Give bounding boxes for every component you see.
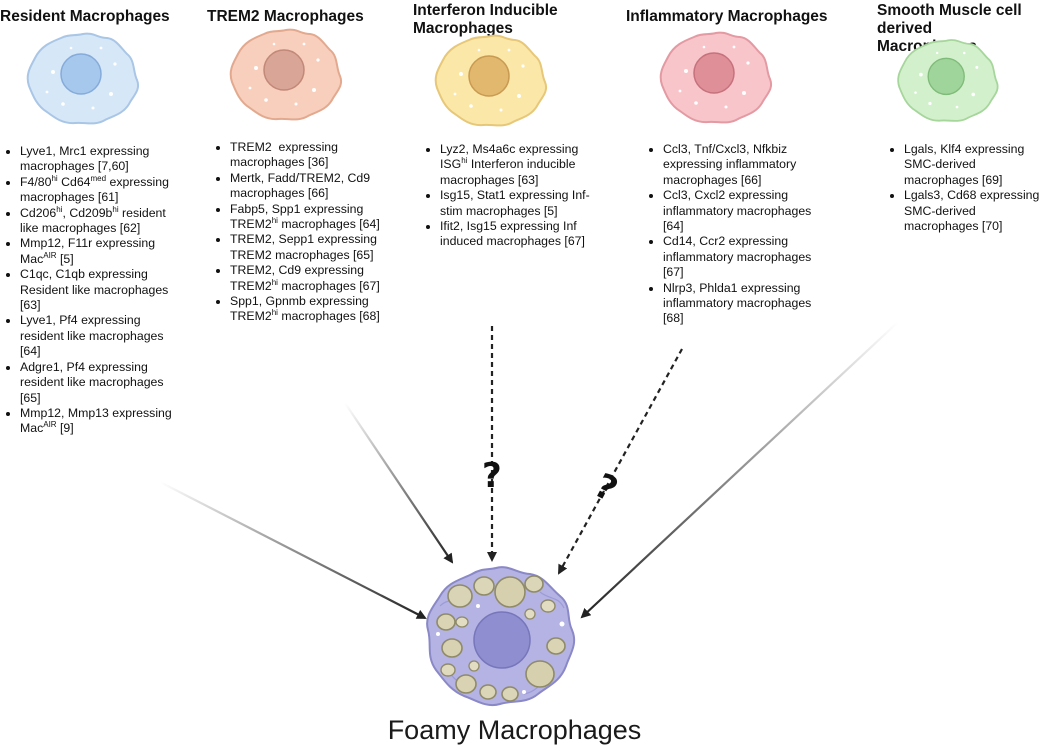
resident-item: Lyve1, Mrc1 expressing macrophages [7,60… bbox=[20, 144, 185, 175]
inflammatory-macrophage-cell-icon bbox=[659, 31, 772, 124]
resident-item: Cd206hi, Cd209bhi resident like macropha… bbox=[20, 205, 185, 237]
interferon-item: Ifit2, Isg15 expressing Inf induced macr… bbox=[440, 219, 605, 250]
trem2-marker-list: TREM2 expressing macrophages [36] Mertk,… bbox=[210, 140, 390, 325]
column-title-trem2: TREM2 Macrophages bbox=[207, 8, 364, 25]
smc-macrophage-cell-icon bbox=[897, 39, 999, 122]
trem2-item: Spp1, Gpnmb expressing TREM2hi macrophag… bbox=[230, 294, 390, 325]
arrow-inflammatory-to-foamy bbox=[558, 348, 683, 575]
resident-item: C1qc, C1qb expressing Resident like macr… bbox=[20, 267, 185, 313]
resident-item: Mmp12, Mmp13 expressing MacAIR [9] bbox=[20, 406, 185, 437]
inflammatory-marker-list: Ccl3, Tnf/Cxcl3, Nfkbiz expressing infla… bbox=[643, 142, 823, 327]
column-title-interferon: Interferon Inducible Macrophages bbox=[413, 2, 558, 37]
interferon-marker-list: Lyz2, Ms4a6c expressing ISGhi Interferon… bbox=[420, 142, 605, 250]
resident-item: Lyve1, Pf4 expressing resident like macr… bbox=[20, 313, 185, 359]
inflammatory-item: Ccl3, Cxcl2 expressing inflammatory macr… bbox=[663, 188, 823, 234]
trem2-item: TREM2 expressing macrophages [36] bbox=[230, 140, 390, 171]
interferon-item: Lyz2, Ms4a6c expressing ISGhi Interferon… bbox=[440, 142, 605, 188]
interferon-macrophage-cell-icon bbox=[434, 34, 547, 127]
arrow-smc-to-foamy bbox=[580, 321, 899, 619]
trem2-macrophage-cell-icon bbox=[229, 28, 342, 121]
resident-item: F4/80hi Cd64med expressing macrophages [… bbox=[20, 174, 185, 206]
inflammatory-item: Cd14, Ccr2 expressing inflammatory macro… bbox=[663, 234, 823, 280]
inflammatory-item: Ccl3, Tnf/Cxcl3, Nfkbiz expressing infla… bbox=[663, 142, 823, 188]
inflammatory-item: Nlrp3, Phlda1 expressing inflammatory ma… bbox=[663, 281, 823, 327]
resident-macrophage-cell-icon bbox=[26, 32, 139, 125]
arrow-resident-to-foamy bbox=[159, 481, 427, 619]
smc-item: Lgals, Klf4 expressing SMC-derived macro… bbox=[904, 142, 1049, 188]
resident-item: Mmp12, F11r expressing MacAIR [5] bbox=[20, 236, 185, 267]
foamy-macrophage-cell-icon bbox=[426, 566, 576, 706]
column-title-inflammatory: Inflammatory Macrophages bbox=[626, 8, 828, 25]
arrow-trem2-to-foamy bbox=[344, 402, 454, 564]
resident-item: Adgre1, Pf4 expressing resident like mac… bbox=[20, 360, 185, 406]
question-mark-interferon: ? bbox=[482, 456, 502, 496]
foamy-macrophages-label: Foamy Macrophages bbox=[387, 715, 642, 745]
trem2-item: Mertk, Fadd/TREM2, Cd9 macrophages [66] bbox=[230, 171, 390, 202]
column-title-resident: Resident Macrophages bbox=[0, 8, 170, 25]
trem2-item: Fabp5, Spp1 expressing TREM2hi macrophag… bbox=[230, 202, 390, 233]
trem2-item: TREM2, Cd9 expressing TREM2hi macrophage… bbox=[230, 263, 390, 294]
interferon-item: Isg15, Stat1 expressing Inf-stim macroph… bbox=[440, 188, 605, 219]
resident-marker-list: Lyve1, Mrc1 expressing macrophages [7,60… bbox=[0, 144, 185, 437]
smc-marker-list: Lgals, Klf4 expressing SMC-derived macro… bbox=[884, 142, 1049, 234]
smc-item: Lgals3, Cd68 expressing SMC-derived macr… bbox=[904, 188, 1049, 234]
trem2-item: TREM2, Sepp1 expressing TREM2 macrophage… bbox=[230, 232, 390, 263]
